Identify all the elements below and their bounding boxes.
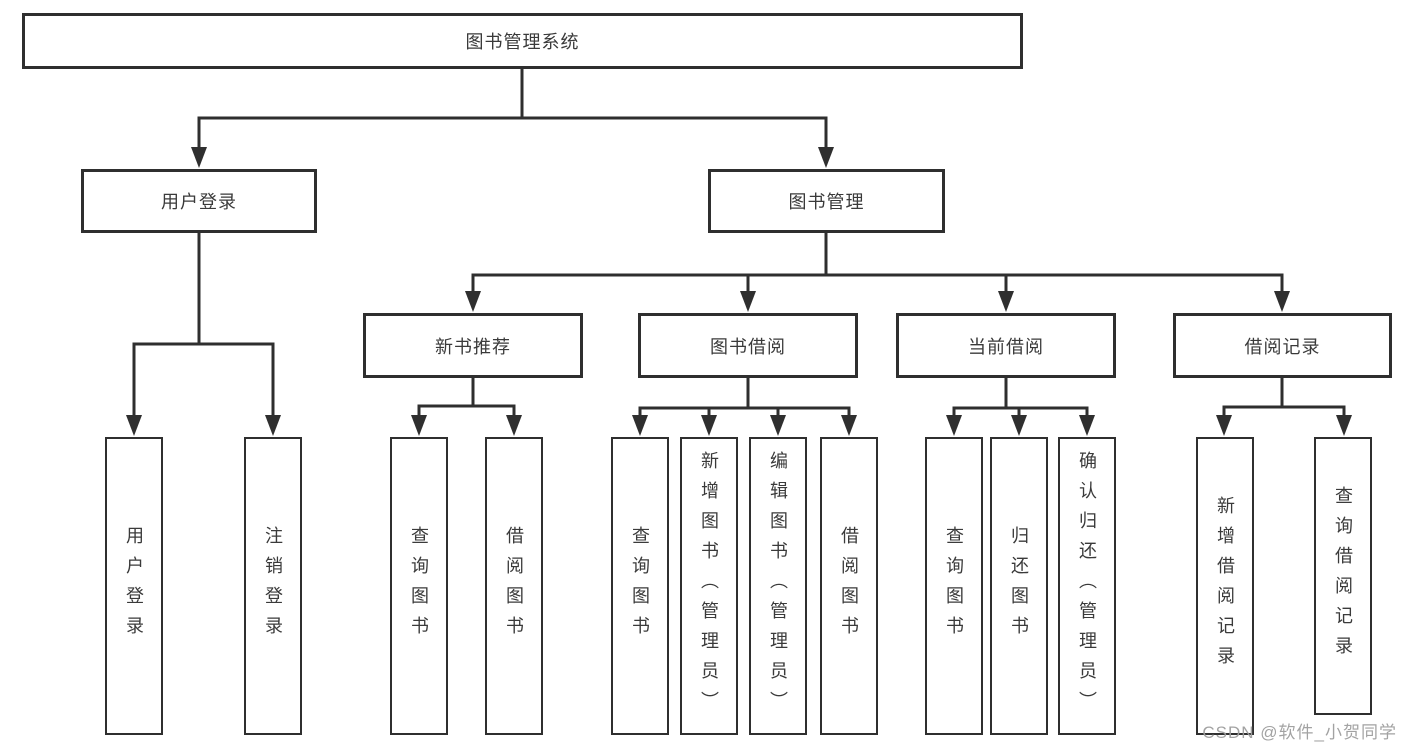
node-book-borrowing-label: 图书借阅: [710, 336, 786, 357]
leaf-borrow-books-recommend-label: 借阅图书: [504, 526, 524, 646]
leaf-query-books-borrowing: 查询图书: [611, 437, 669, 735]
leaf-user-login: 用户登录: [105, 437, 163, 735]
node-library-system-label: 图书管理系统: [465, 32, 580, 52]
leaf-return-books: 归还图书: [990, 437, 1048, 735]
leaf-query-borrow-record: 查询借阅记录: [1314, 437, 1372, 715]
node-borrow-records-label: 借阅记录: [1244, 336, 1321, 357]
leaf-add-borrow-record: 新增借阅记录: [1196, 437, 1254, 735]
leaf-add-borrow-record-label: 新增借阅记录: [1215, 496, 1235, 676]
node-current-borrowing: 当前借阅: [896, 313, 1116, 378]
leaf-borrow-books-recommend: 借阅图书: [485, 437, 543, 735]
csdn-watermark: CSDN @软件_小贺同学: [1202, 723, 1397, 742]
leaf-logout-label: 注销登录: [263, 526, 283, 646]
leaf-return-books-label: 归还图书: [1009, 526, 1029, 646]
node-current-borrowing-label: 当前借阅: [968, 336, 1044, 357]
arrowheads: [126, 147, 1352, 436]
node-borrow-records: 借阅记录: [1173, 313, 1392, 378]
leaf-user-login-label: 用户登录: [124, 526, 144, 646]
node-new-book-recommend-label: 新书推荐: [435, 336, 511, 357]
node-book-management-label: 图书管理: [788, 192, 865, 212]
leaf-borrow-books-label: 借阅图书: [839, 526, 859, 646]
node-library-system: 图书管理系统: [22, 13, 1023, 69]
node-user-login-label: 用户登录: [161, 192, 237, 212]
node-user-login: 用户登录: [81, 169, 317, 233]
node-book-borrowing: 图书借阅: [638, 313, 858, 378]
node-new-book-recommend: 新书推荐: [363, 313, 583, 378]
leaf-confirm-return-admin: 确认归还（管理员）: [1058, 437, 1116, 735]
node-book-management: 图书管理: [708, 169, 945, 233]
leaf-edit-books-admin: 编辑图书（管理员）: [749, 437, 807, 735]
leaf-add-books-admin-label: 新增图书（管理员）: [699, 451, 719, 721]
leaf-confirm-return-admin-label: 确认归还（管理员）: [1077, 451, 1097, 721]
leaf-logout: 注销登录: [244, 437, 302, 735]
leaf-query-books-current: 查询图书: [925, 437, 983, 735]
leaf-query-books-borrowing-label: 查询图书: [630, 526, 650, 646]
leaf-query-borrow-record-label: 查询借阅记录: [1333, 486, 1353, 666]
leaf-query-books-recommend: 查询图书: [390, 437, 448, 735]
leaf-query-books-recommend-label: 查询图书: [409, 526, 429, 646]
leaf-query-books-current-label: 查询图书: [944, 526, 964, 646]
leaf-add-books-admin: 新增图书（管理员）: [680, 437, 738, 735]
leaf-borrow-books: 借阅图书: [820, 437, 878, 735]
leaf-edit-books-admin-label: 编辑图书（管理员）: [768, 451, 788, 721]
